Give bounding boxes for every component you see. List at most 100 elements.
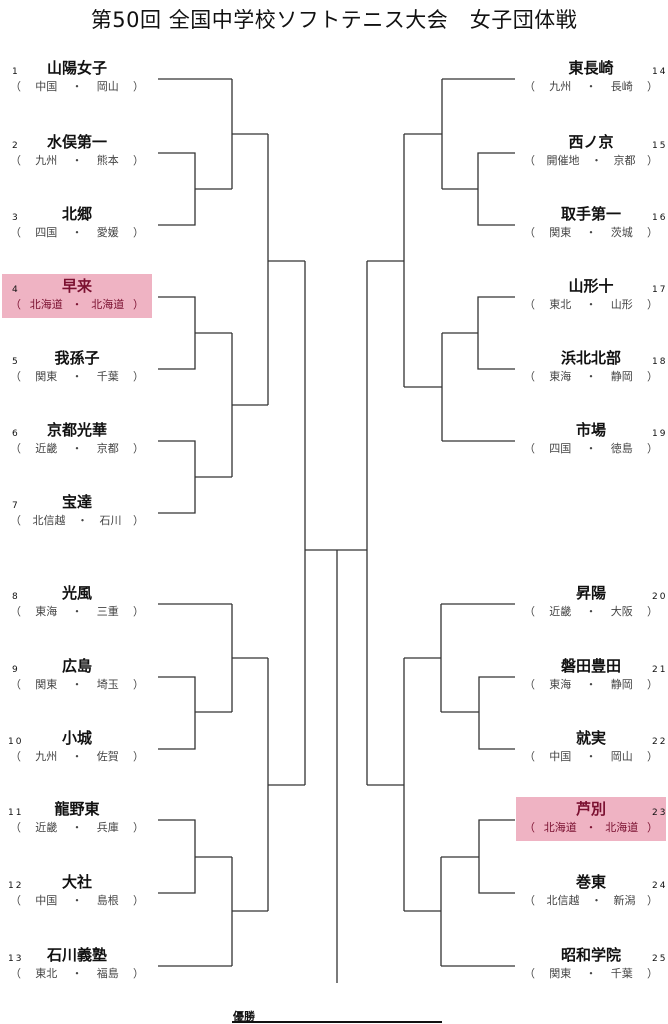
separator-dot: ・ [71, 442, 83, 455]
prefecture-name: 岡山 [96, 80, 119, 93]
paren-close: ） [133, 226, 144, 239]
region-name: 開催地 [546, 154, 580, 167]
seed-number: 14 [652, 67, 668, 77]
team-name: 昇陽 [575, 584, 606, 602]
region-name: 九州 [35, 154, 58, 167]
region-name: 北信越 [32, 514, 66, 527]
paren-open: （ [10, 967, 21, 980]
seed-number: 5 [12, 357, 20, 367]
team-region: （関東・千葉） [516, 965, 666, 981]
paren-close: ） [133, 514, 144, 527]
region-name: 東海 [549, 370, 572, 383]
separator-dot: ・ [585, 678, 597, 691]
prefecture-name: 京都 [613, 154, 636, 167]
team-entry: 山形十（東北・山形） [516, 274, 666, 318]
region-name: 中国 [35, 894, 58, 907]
team-region: （近畿・兵庫） [2, 819, 152, 835]
team-entry: 浜北北部（東海・静岡） [516, 346, 666, 390]
team-entry: 昭和学院（関東・千葉） [516, 943, 666, 987]
paren-close: ） [133, 298, 144, 311]
team-region: （北海道・北海道） [516, 819, 666, 835]
team-region: （九州・長崎） [516, 78, 666, 94]
seed-number: 23 [652, 808, 668, 818]
paren-open: （ [10, 298, 21, 311]
separator-dot: ・ [585, 226, 597, 239]
separator-dot: ・ [591, 154, 602, 167]
team-name: 山陽女子 [46, 59, 107, 77]
separator-dot: ・ [71, 967, 83, 980]
paren-open: （ [524, 678, 535, 691]
paren-open: （ [524, 894, 535, 907]
team-entry: 磐田豊田（東海・静岡） [516, 654, 666, 698]
team-entry: 芦別（北海道・北海道） [516, 797, 666, 841]
region-name: 四国 [35, 226, 58, 239]
prefecture-name: 三重 [96, 605, 119, 618]
team-entry: 西ノ京（開催地・京都） [516, 130, 666, 174]
region-name: 四国 [549, 442, 572, 455]
prefecture-name: 京都 [96, 442, 119, 455]
paren-close: ） [133, 894, 144, 907]
team-entry: 我孫子（関東・千葉） [2, 346, 152, 390]
region-name: 北海道 [543, 821, 577, 834]
team-name: 磐田豊田 [560, 657, 621, 675]
team-name: 広島 [61, 657, 92, 675]
paren-close: ） [647, 821, 658, 834]
paren-open: （ [10, 514, 21, 527]
region-name: 東北 [35, 967, 58, 980]
paren-close: ） [647, 442, 658, 455]
page-title: 第50回 全国中学校ソフトテニス大会 女子団体戦 [90, 8, 578, 32]
paren-open: （ [524, 750, 535, 763]
team-entry: 龍野東（近畿・兵庫） [2, 797, 152, 841]
paren-close: ） [133, 750, 144, 763]
champion-label: 優勝 [233, 1010, 255, 1023]
team-entry: 東長崎（九州・長崎） [516, 56, 666, 100]
seed-number: 20 [652, 592, 668, 602]
prefecture-name: 石川 [99, 514, 122, 527]
team-region: （東北・福島） [2, 965, 152, 981]
paren-open: （ [10, 821, 21, 834]
team-region: （ 開催地・京都 ） [516, 152, 666, 168]
paren-close: ） [647, 750, 658, 763]
prefecture-name: 北海道 [605, 821, 639, 834]
separator-dot: ・ [77, 514, 88, 527]
team-region: （東海・静岡） [516, 368, 666, 384]
seed-number: 8 [12, 592, 20, 602]
seed-number: 11 [8, 808, 24, 818]
paren-close: ） [647, 80, 658, 93]
prefecture-name: 佐賀 [96, 750, 119, 763]
paren-close: ） [133, 80, 144, 93]
paren-close: ） [647, 894, 658, 907]
paren-close: ） [647, 154, 658, 167]
paren-open: （ [524, 154, 535, 167]
team-name: 巻東 [575, 873, 606, 891]
team-entry: 光風（東海・三重） [2, 581, 152, 625]
bracket-line [158, 78, 268, 226]
region-name: 中国 [549, 750, 572, 763]
prefecture-name: 愛媛 [96, 226, 119, 239]
region-name: 関東 [35, 370, 58, 383]
paren-close: ） [133, 154, 144, 167]
paren-open: （ [524, 226, 535, 239]
seed-number: 22 [652, 737, 668, 747]
team-name: 水俣第一 [46, 133, 107, 151]
team-region: （中国・島根） [2, 892, 152, 908]
prefecture-name: 静岡 [610, 678, 633, 691]
bracket-line [367, 134, 515, 442]
seed-number: 3 [12, 213, 20, 223]
paren-open: （ [524, 298, 535, 311]
paren-open: （ [10, 226, 21, 239]
team-region: （東海・静岡） [516, 676, 666, 692]
paren-open: （ [10, 442, 21, 455]
prefecture-name: 福島 [96, 967, 119, 980]
team-name: 我孫子 [54, 349, 100, 367]
separator-dot: ・ [585, 605, 597, 618]
team-name: 小城 [61, 729, 92, 747]
prefecture-name: 熊本 [96, 154, 119, 167]
region-name: 近畿 [35, 442, 58, 455]
paren-open: （ [10, 154, 21, 167]
team-region: （近畿・大阪） [516, 603, 666, 619]
paren-close: ） [647, 678, 658, 691]
bracket-line [304, 261, 367, 983]
prefecture-name: 千葉 [96, 370, 119, 383]
